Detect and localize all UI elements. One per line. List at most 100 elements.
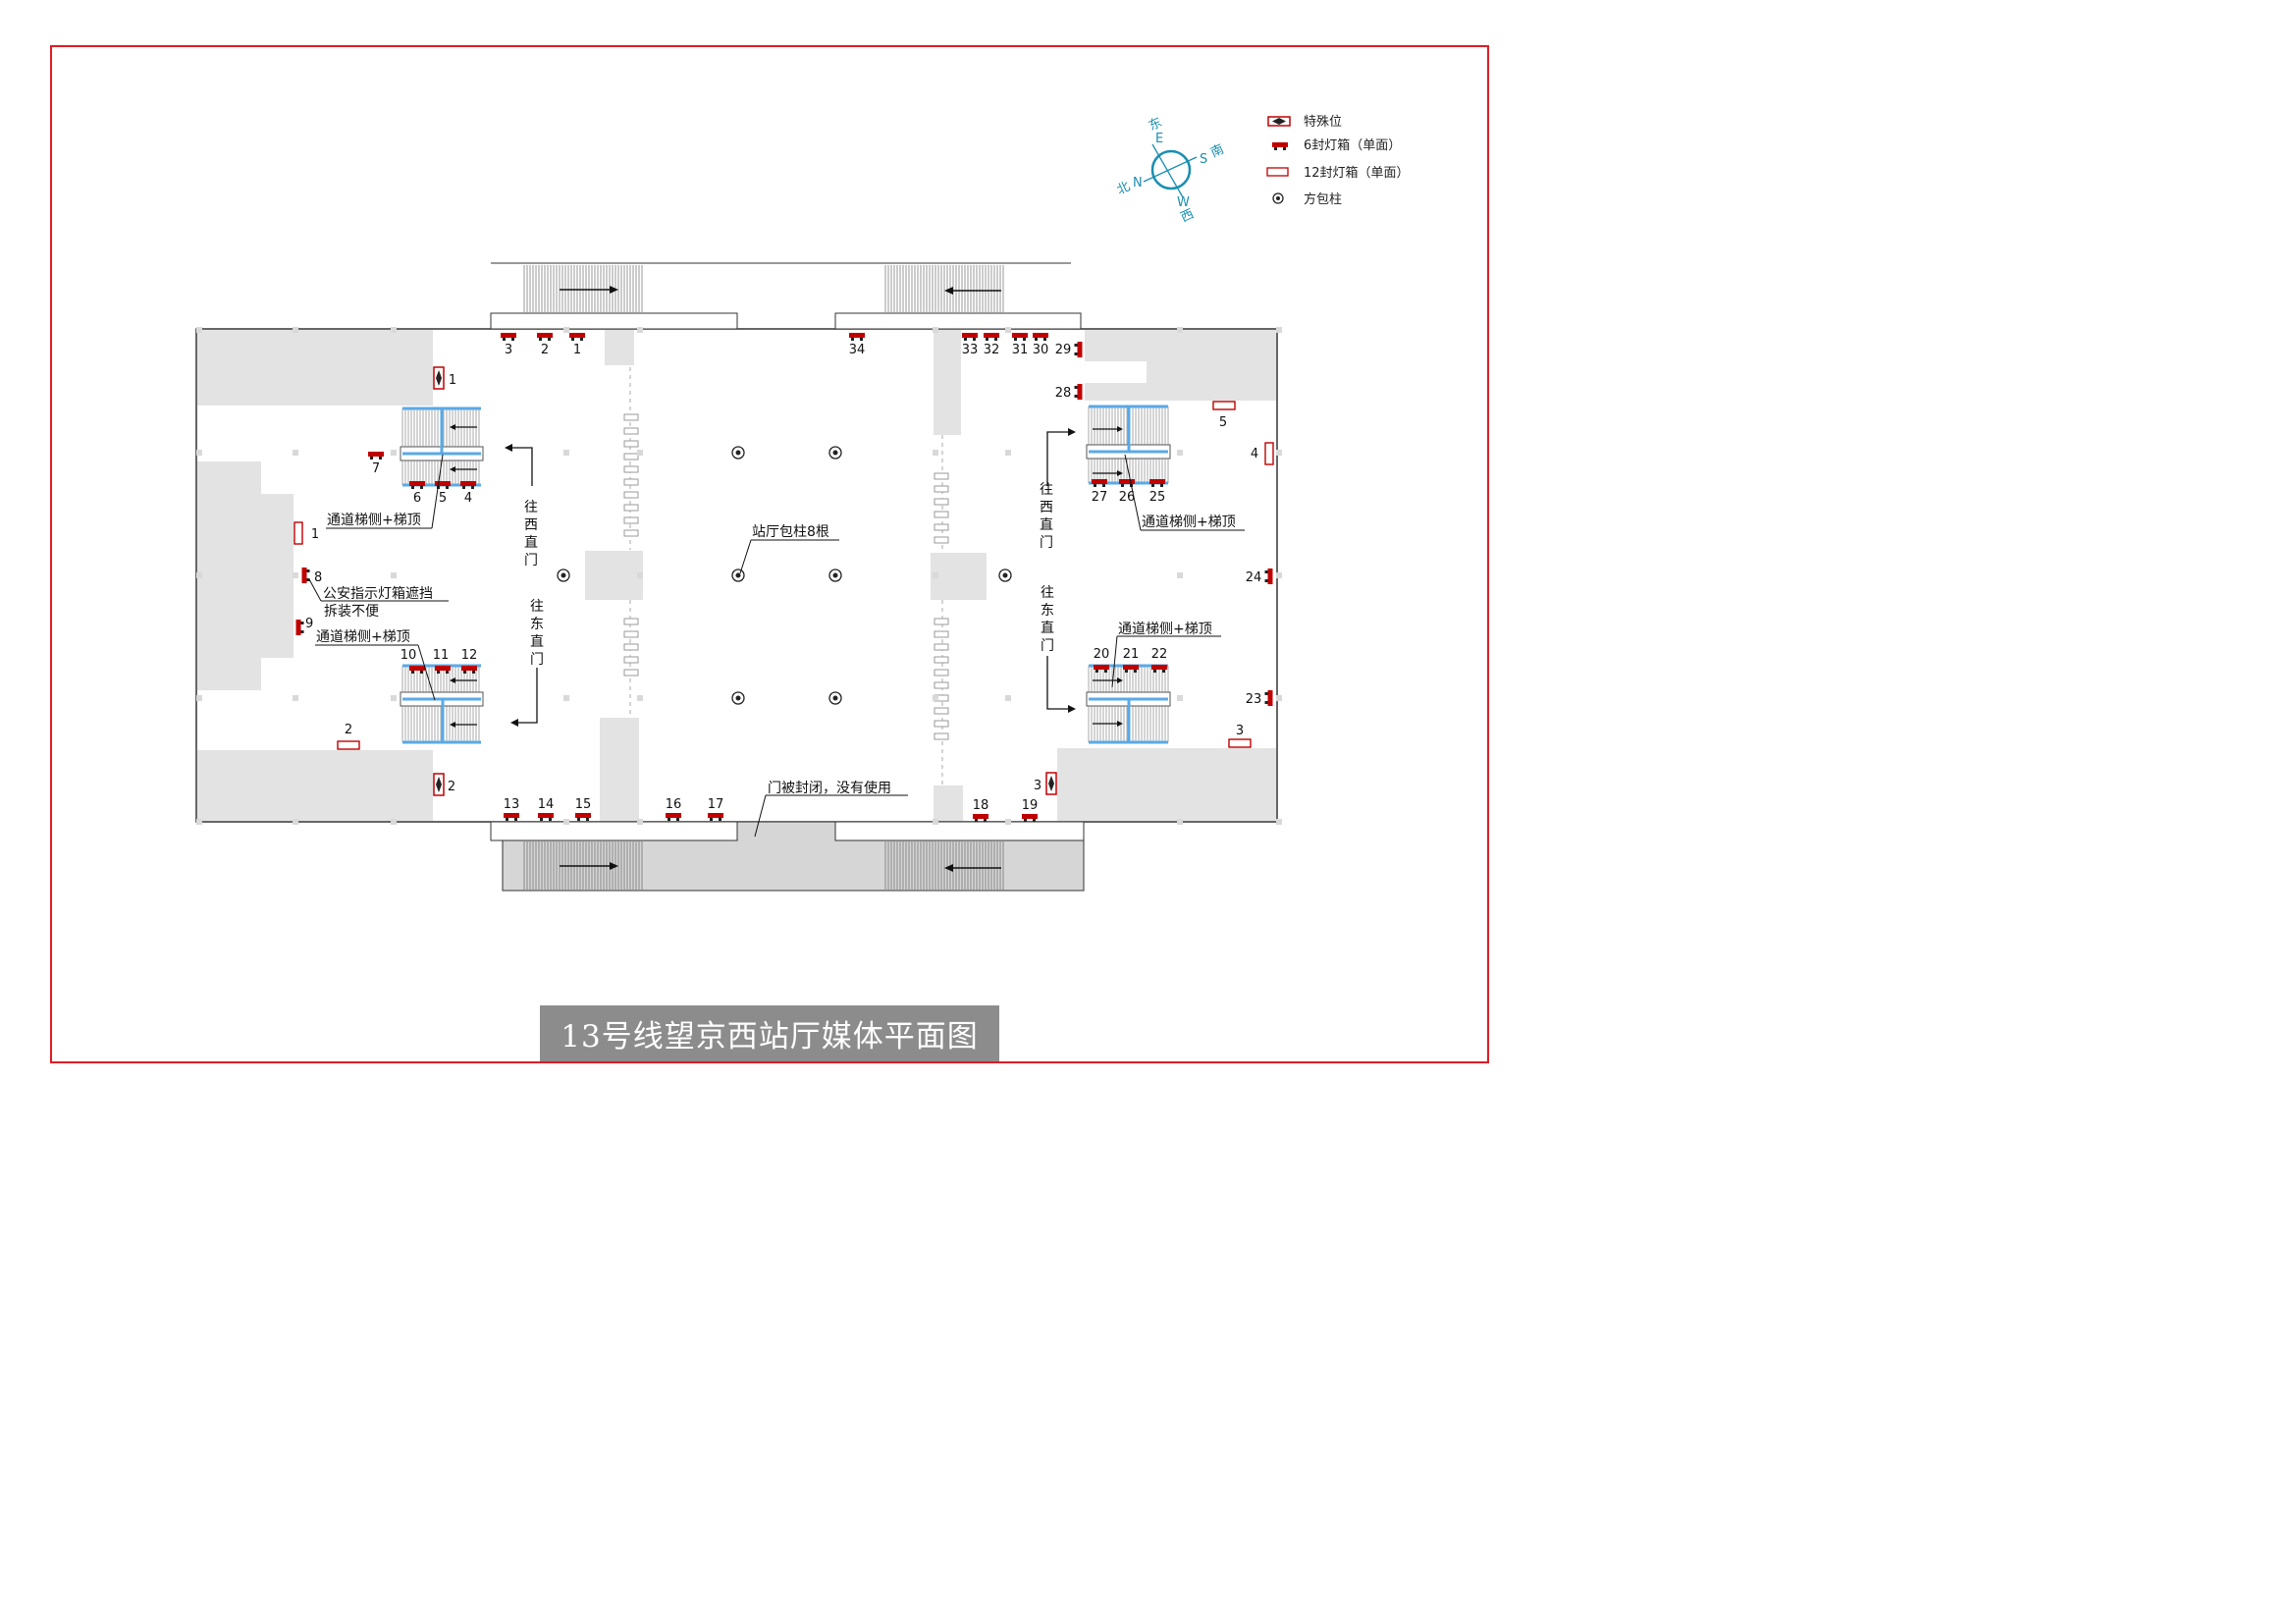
lightbox-6: 7 [368,452,384,476]
special-position: 1 [433,366,456,390]
lightbox-6-number: 5 [439,491,447,506]
fare-line-dividers [623,367,949,785]
lightbox-12-number: 5 [1219,415,1227,430]
to-dongzhimen-label-right: 往东直门 [1041,585,1054,654]
lightbox-6-number: 7 [372,461,380,476]
to-dongzhimen-label-left: 往东直门 [530,599,544,668]
compass-east-letter: E [1155,132,1163,146]
special-position-number: 3 [1034,779,1041,793]
lightbox-6-number: 31 [1012,343,1029,357]
lightbox-6: 16 [666,797,682,821]
lightbox-6-number: 23 [1246,692,1262,707]
direction-arrowheads [505,428,1076,727]
square-pillar [828,691,842,705]
bottom-passage [490,821,1085,892]
lightbox-6: 1 [569,333,585,357]
lightbox-6-number: 29 [1055,343,1072,357]
special-position: 3 [1034,772,1057,795]
square-pillar [828,568,842,582]
police-note-line1: 公安指示灯箱遮挡 [323,586,433,602]
lightbox-12: 5 [1212,401,1236,430]
lightbox-12-number: 3 [1236,724,1244,738]
structure-blocks [197,330,1276,821]
lightbox-12-icon [1266,167,1289,177]
lightbox-6: 15 [575,797,592,821]
to-xizhimen-label-left: 往西直门 [524,500,538,568]
lightbox-6-number: 4 [464,491,472,506]
compass-north-cn: 北 [1115,180,1133,198]
compass-east-cn: 东 [1147,115,1164,134]
compass: 东 E S 南 W 西 N 北 [1115,115,1227,225]
page-frame [50,45,1489,1063]
lightbox-6-number: 20 [1094,647,1110,662]
legend-label-special: 特殊位 [1304,115,1342,130]
lightbox-6: 22 [1151,647,1167,673]
escalator-note-right-bottom: 通道梯侧+梯顶 [1118,622,1212,637]
lightbox-12: 1 [294,521,319,545]
compass-south-cn: 南 [1208,141,1227,161]
lightbox-6-number: 26 [1119,490,1136,505]
compass-west-cn: 西 [1179,207,1197,226]
lightbox-6-number: 21 [1123,647,1140,662]
square-pillar [731,568,745,582]
square-pillars [557,446,1012,705]
square-pillar [998,568,1012,582]
lightbox-6-number: 14 [538,797,555,812]
square-pillar-icon [1272,192,1284,204]
legend-label-lightbox-6: 6封灯箱（单面） [1304,137,1401,153]
lightbox-6-number: 28 [1055,386,1072,401]
special-position-number: 2 [448,780,455,794]
lightbox-6-number: 15 [575,797,592,812]
lightbox-12-number: 4 [1251,447,1258,461]
lightbox-6-number: 16 [666,797,682,812]
lightbox-6: 18 [973,798,988,822]
lightbox-6-number: 25 [1149,490,1166,505]
lightbox-6: 2 [537,333,553,357]
compass-west-letter: W [1177,195,1190,210]
escalator-note-left-bottom: 通道梯侧+梯顶 [316,629,410,645]
escalators [400,405,1171,744]
lightbox-6: 4 [460,481,476,506]
escalator-note-left-top: 通道梯侧+梯顶 [327,513,421,528]
lightbox-6-number: 30 [1033,343,1049,357]
lightbox-6-number: 6 [413,491,421,506]
lightbox-6: 21 [1123,647,1140,673]
legend-label-lightbox-12: 12封灯箱（单面） [1304,165,1410,181]
page-title: 13号线望京西站厅媒体平面图 [540,1005,999,1061]
lightbox-12-number: 1 [311,527,319,542]
direction-arrows [510,431,1071,724]
lightbox-6: 31 [1012,333,1029,357]
lightbox-6: 30 [1033,333,1049,357]
special-position-icon [1267,116,1291,127]
lightbox-12-number: 2 [345,723,352,737]
lightbox-6: 24 [1246,568,1273,585]
lightbox-6: 13 [504,797,519,821]
lightbox-6: 23 [1246,690,1273,707]
lightbox-6-number: 3 [505,343,512,357]
top-passage-left [490,262,1082,330]
police-note-line2: 拆装不便 [324,604,379,620]
lightbox-6: 17 [708,797,723,821]
lightbox-6: 8 [301,568,322,585]
square-pillar [731,446,745,460]
lightbox-6-number: 8 [314,570,322,585]
special-position-number: 1 [449,373,456,388]
lightbox-12: 4 [1251,442,1274,465]
compass-north-letter: N [1133,176,1143,190]
lightbox-6: 6 [409,481,425,506]
lightbox-6: 27 [1092,479,1107,505]
lightbox-6: 11 [433,648,451,674]
lightbox-6-number: 33 [962,343,979,357]
lightbox-6-number: 11 [433,648,450,663]
legend: 特殊位 6封灯箱（单面） 12封灯箱（单面） 方包柱 [1266,115,1410,207]
to-xizhimen-label-right: 往西直门 [1040,482,1053,551]
lightbox-6-number: 12 [461,648,478,663]
lightbox-6: 33 [962,333,979,357]
square-pillar [731,691,745,705]
compass-south-letter: S [1200,152,1207,167]
lightbox-6: 9 [295,617,313,635]
lightbox-6: 20 [1094,647,1110,673]
